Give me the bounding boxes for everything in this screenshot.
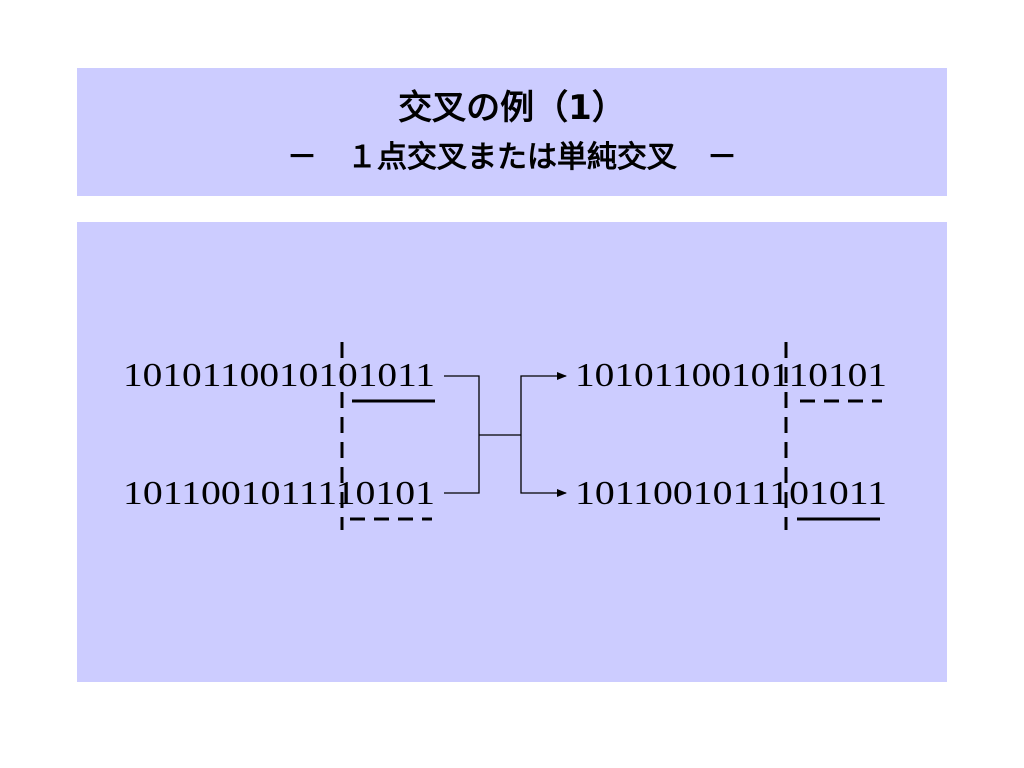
child2-arrow [520, 435, 567, 497]
title-box: 交叉の例（1） － １点交叉または単純交叉 － [77, 68, 947, 196]
slide-subtitle: － １点交叉または単純交叉 － [287, 140, 737, 175]
content-box [77, 222, 947, 682]
child-string-2: 1011001011101011 [575, 475, 887, 512]
parent1-connector [444, 375, 480, 494]
parent-string-2: 1011001011110101 [123, 475, 435, 512]
child1-arrow [520, 372, 567, 435]
slide-title: 交叉の例（1） [398, 88, 626, 128]
child-string-1: 1010110010110101 [575, 357, 887, 394]
parent-string-1: 1010110010101011 [123, 357, 435, 394]
